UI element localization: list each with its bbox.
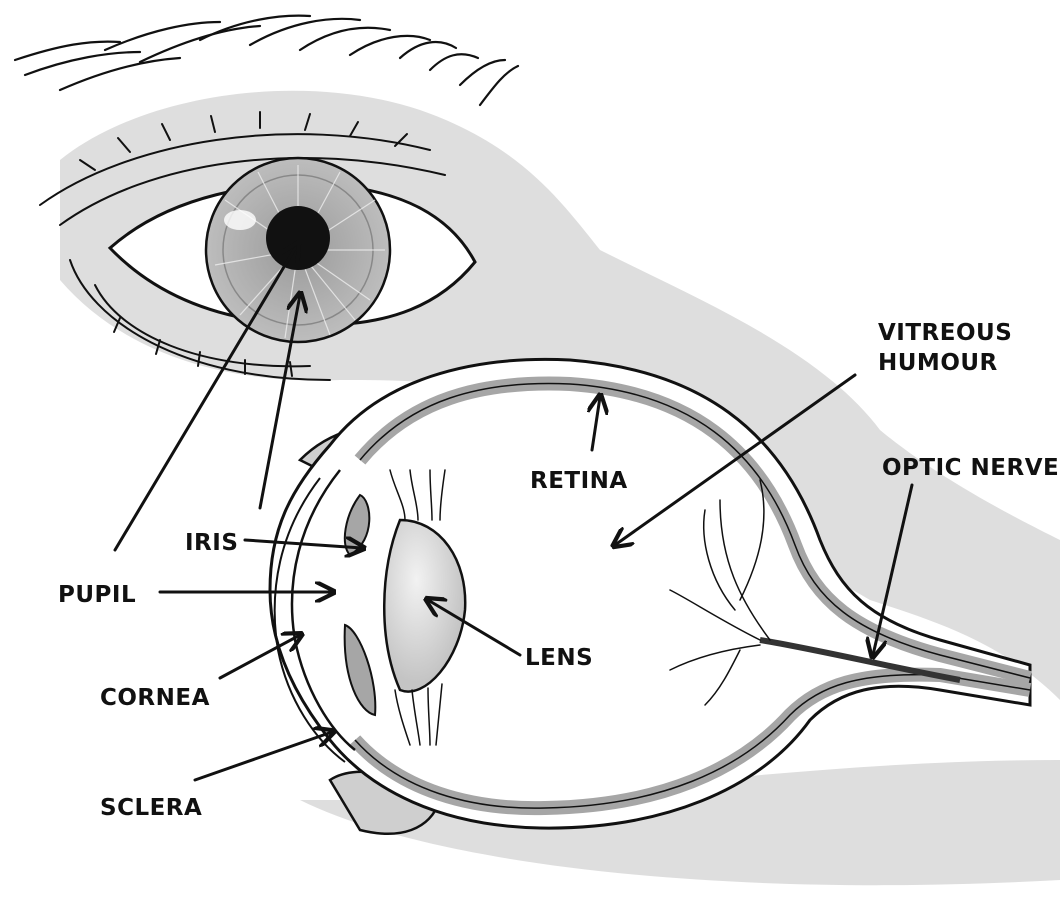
label-lens: LENS: [525, 645, 593, 671]
label-cornea: CORNEA: [100, 685, 210, 711]
label-iris: IRIS: [185, 530, 238, 556]
label-pupil: PUPIL: [58, 582, 136, 608]
label-retina: RETINA: [530, 468, 628, 494]
arrow-sclera: [195, 732, 332, 780]
label-sclera: SCLERA: [100, 795, 202, 821]
label-vitreous-humour-line1: VITREOUS: [878, 320, 1012, 346]
pupil-external: [266, 206, 330, 270]
label-vitreous-humour-line2: HUMOUR: [878, 350, 998, 376]
label-optic-nerve: OPTIC NERVE: [882, 455, 1059, 481]
